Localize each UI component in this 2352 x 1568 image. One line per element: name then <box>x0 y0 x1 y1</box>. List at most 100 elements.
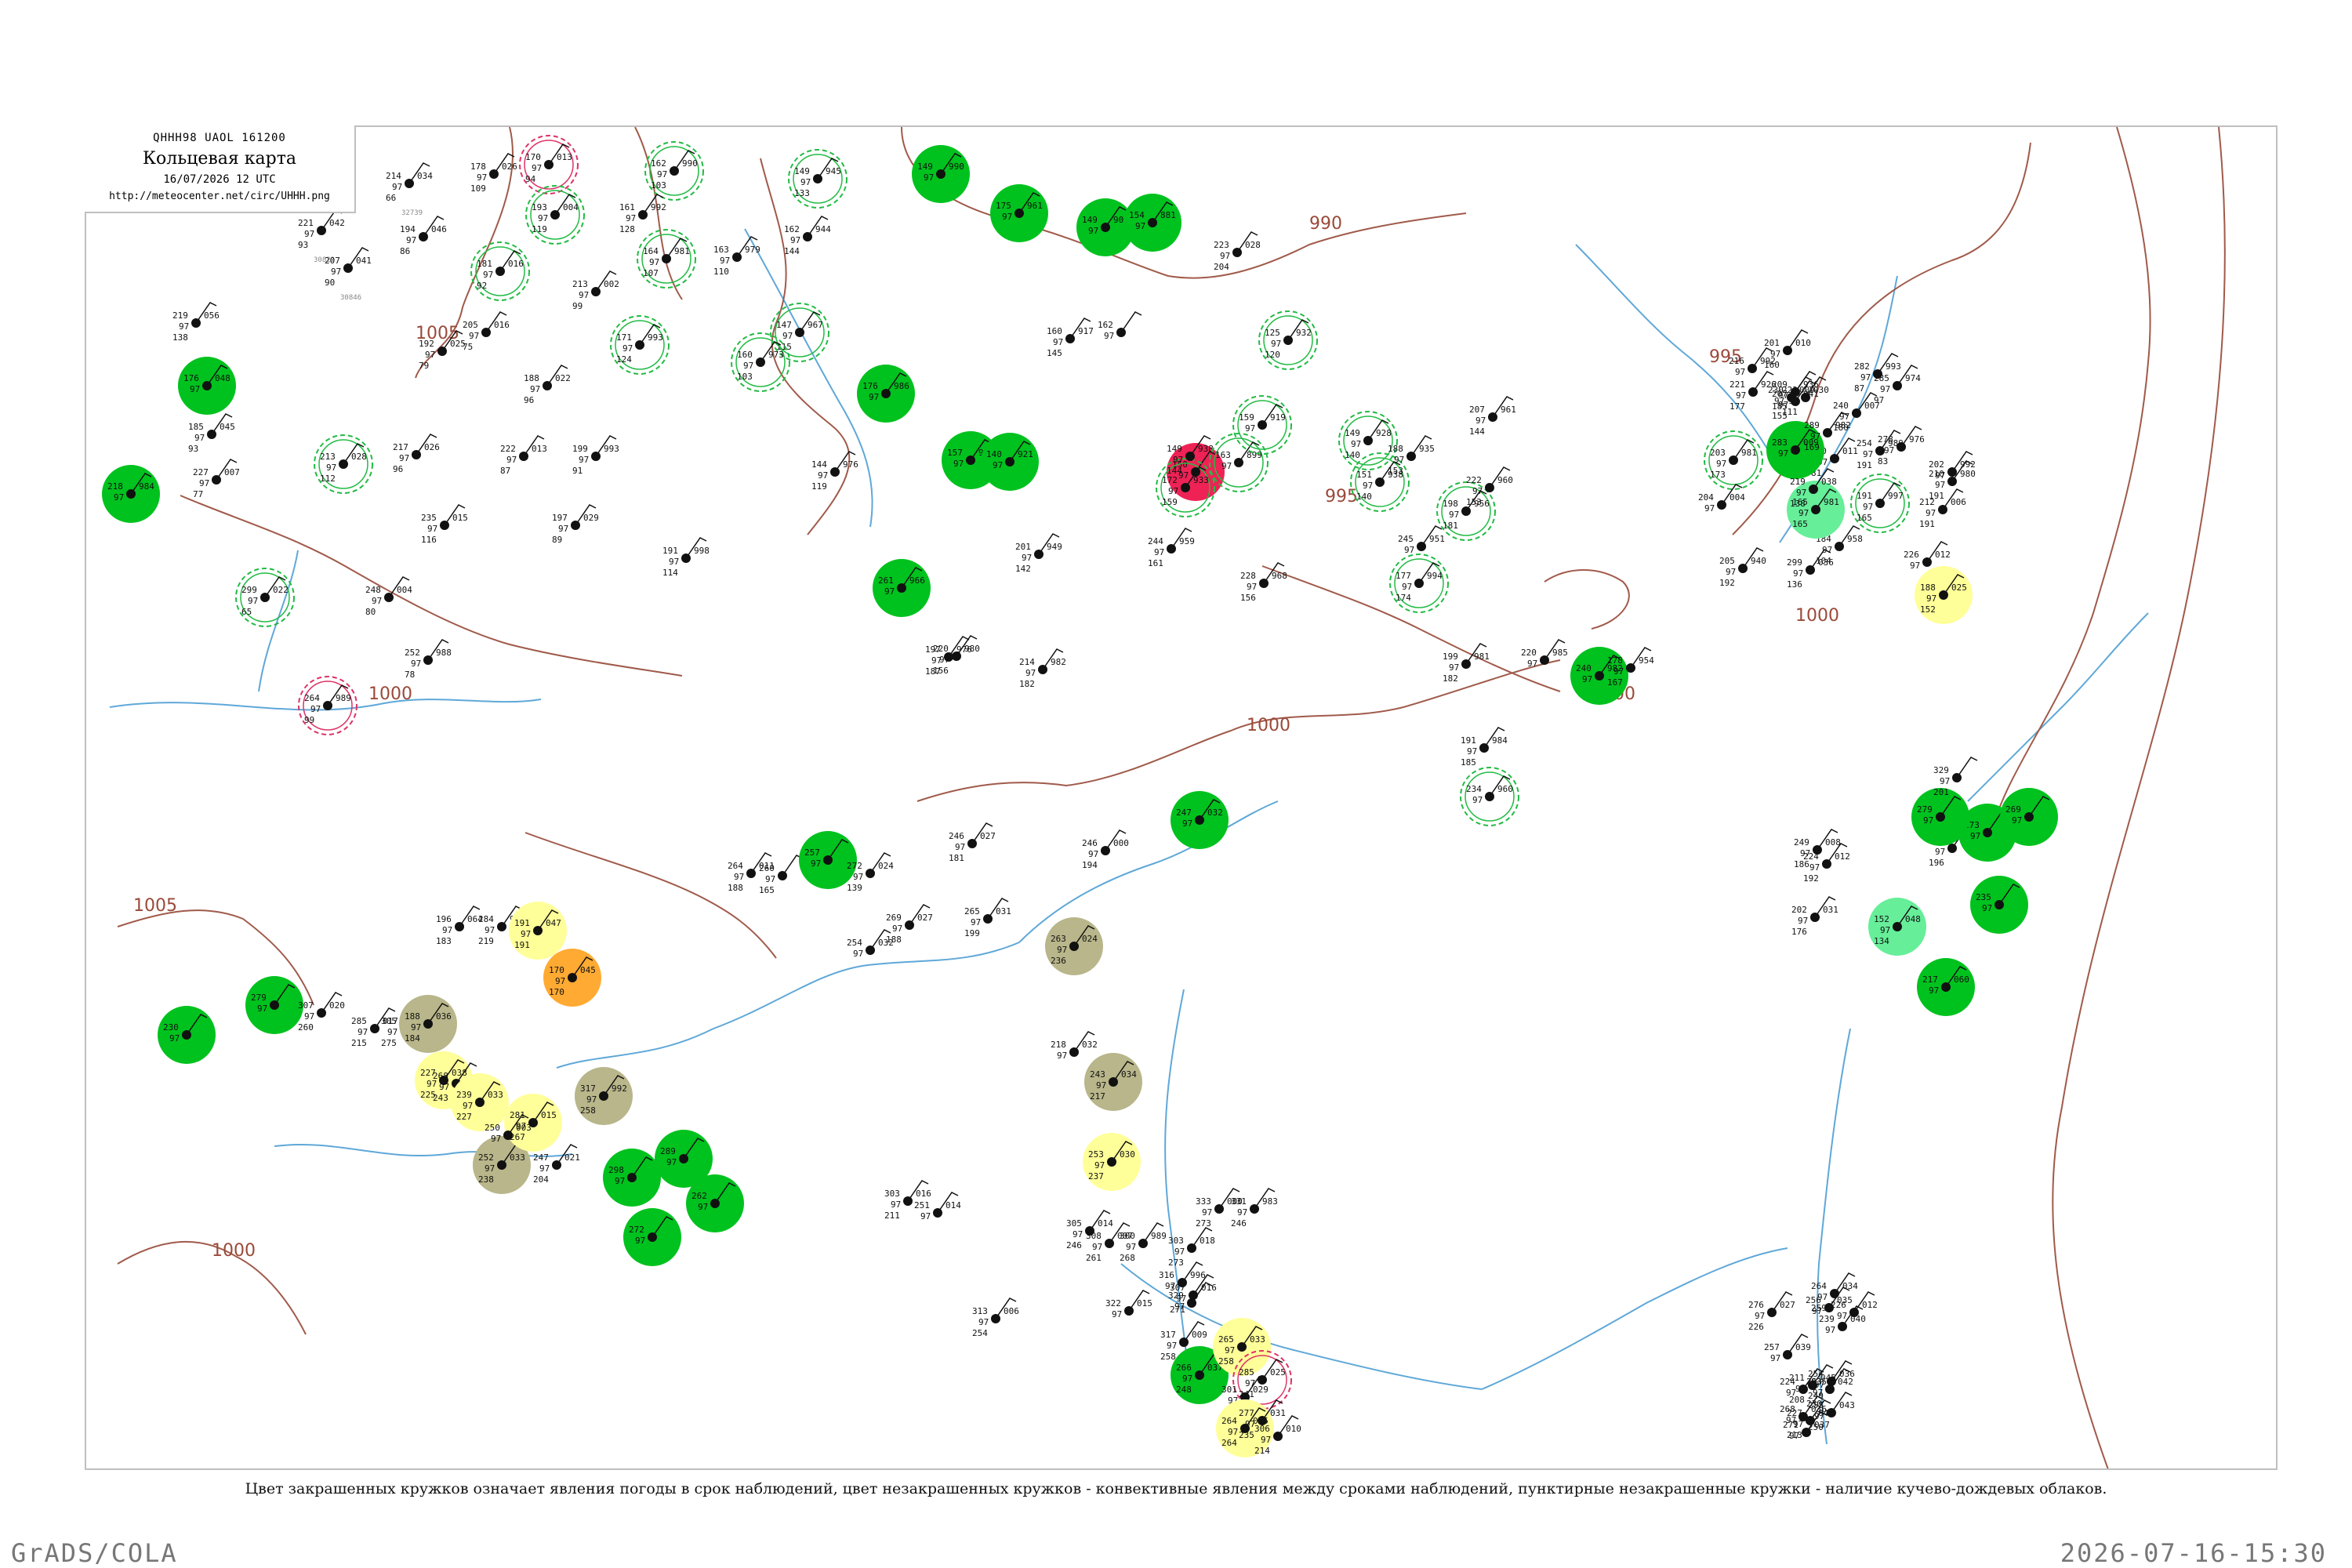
map-url[interactable]: http://meteocenter.net/circ/UHHH.png <box>109 191 330 202</box>
station-plot[interactable]: 26403597264 <box>1216 1399 1274 1457</box>
